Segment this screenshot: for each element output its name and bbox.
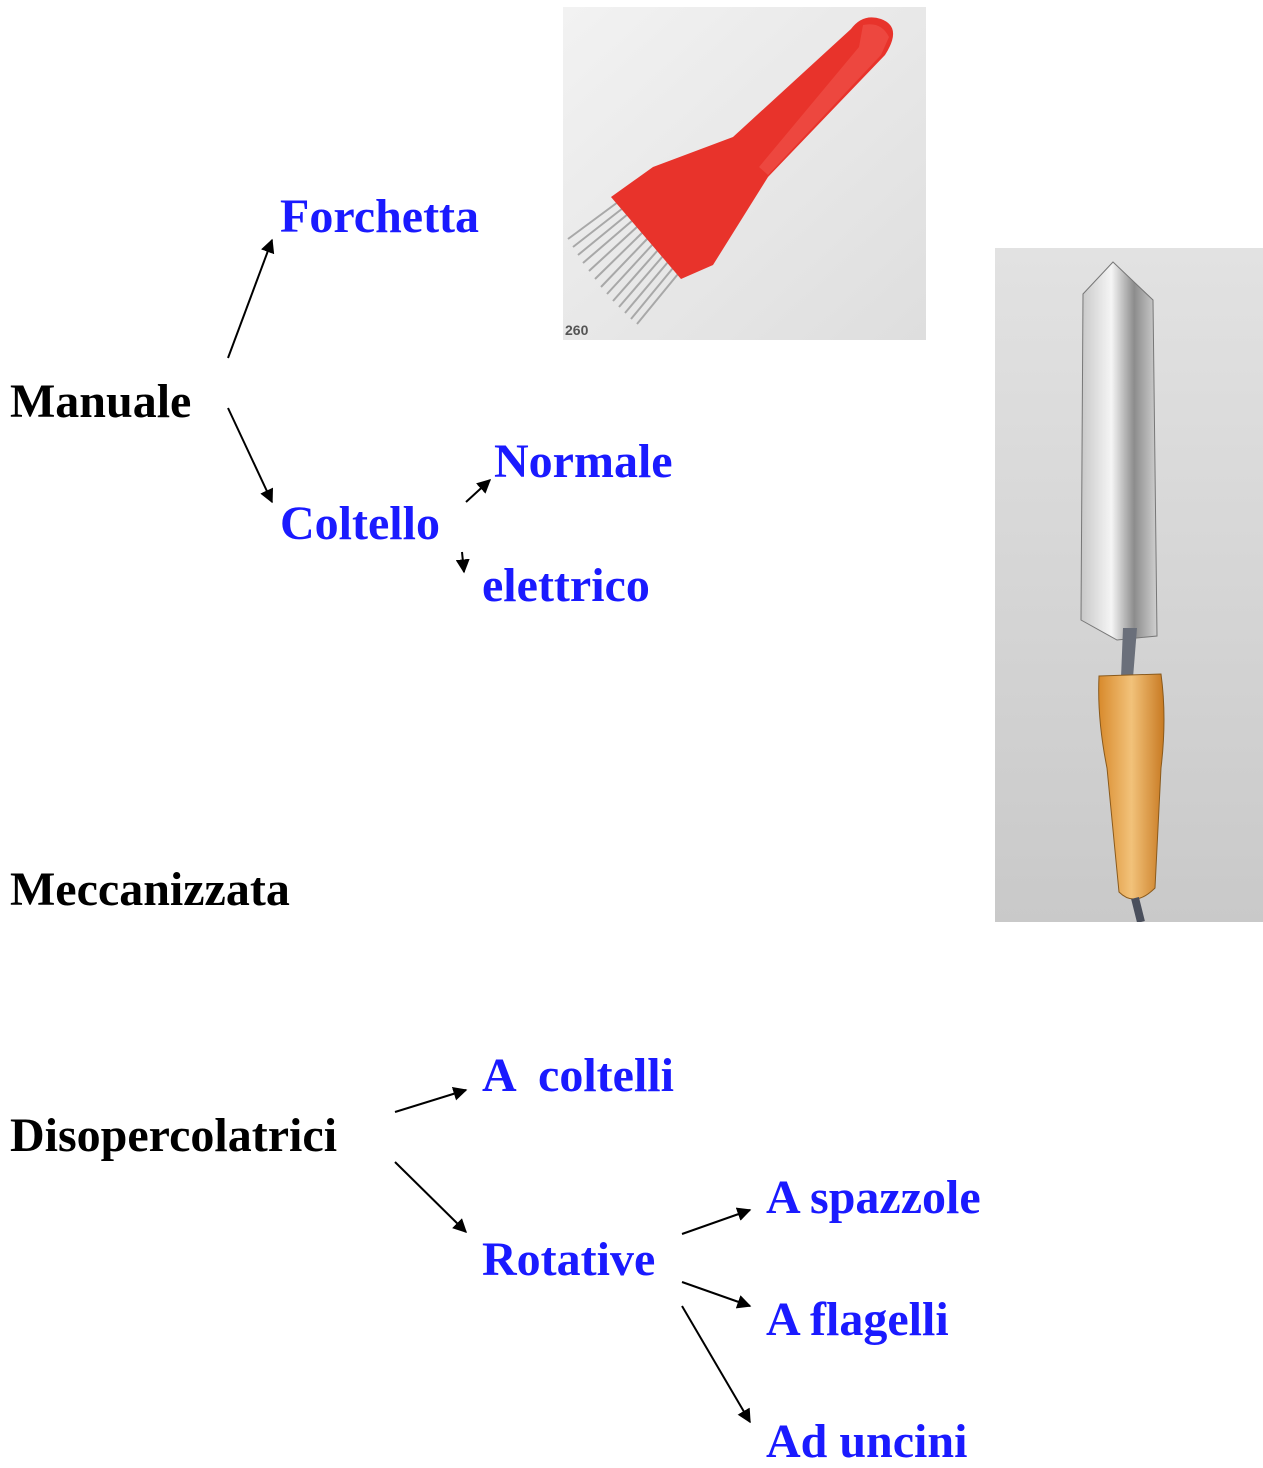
knife-photo <box>995 248 1263 922</box>
arrow-disop-rotative <box>395 1162 466 1232</box>
arrow-manuale-coltello <box>228 408 272 502</box>
arrow-manuale-forchetta <box>228 240 272 358</box>
arrow-coltello-elettrico <box>462 552 464 572</box>
fork-photo-caption: 260 <box>565 322 588 338</box>
arrow-rotative-flagelli <box>682 1282 750 1306</box>
uncapping-fork-icon <box>563 7 926 340</box>
fork-photo: 260 <box>563 7 926 340</box>
arrow-coltello-normale <box>466 480 490 502</box>
arrow-rotative-uncini <box>682 1306 750 1422</box>
arrow-rotative-spazzole <box>682 1210 750 1234</box>
arrow-disop-acoltelli <box>395 1090 466 1112</box>
electric-knife-icon <box>995 248 1263 922</box>
